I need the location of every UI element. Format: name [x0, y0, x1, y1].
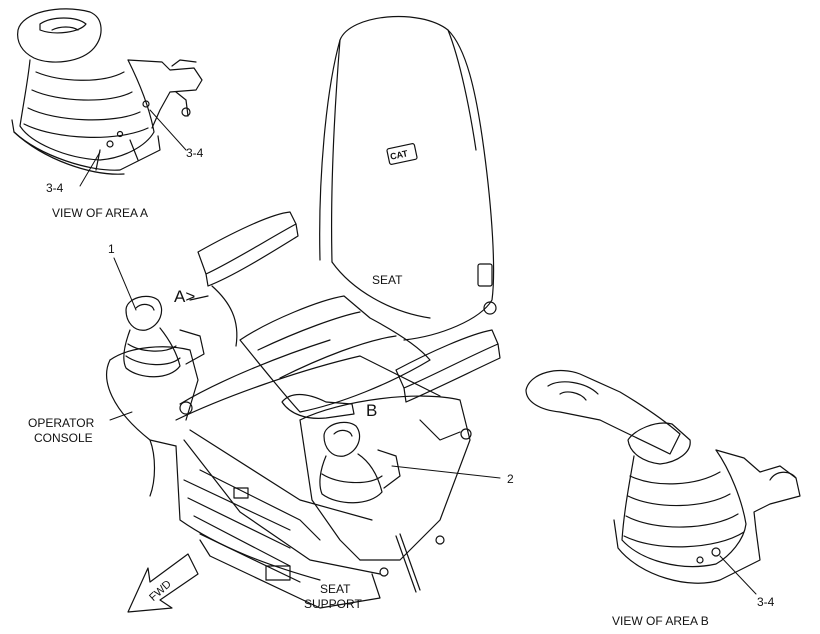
label-seat-support-line2: SUPPORT: [304, 597, 362, 611]
inset-area-b: [525, 369, 801, 595]
label-seat: SEAT: [372, 273, 403, 287]
label-view-of-area-b: VIEW OF AREA B: [612, 614, 709, 628]
callout-3-4-area-a-bottom: 3-4: [46, 181, 64, 195]
inset-area-a: [11, 8, 203, 187]
callout-3-4-area-b: 3-4: [757, 595, 775, 609]
label-view-of-area-a: VIEW OF AREA A: [52, 206, 149, 220]
area-a-marker: A>: [174, 287, 196, 306]
fwd-arrow: [127, 553, 199, 613]
seat-main: [106, 15, 501, 609]
label-operator-console-line2: CONSOLE: [34, 431, 93, 445]
label-operator-console-line1: OPERATOR: [28, 416, 95, 430]
callout-1: 1: [108, 242, 115, 256]
callout-3-4-area-a-top: 3-4: [186, 146, 204, 160]
callout-2: 2: [507, 472, 514, 486]
label-seat-support-line1: SEAT: [320, 582, 351, 596]
area-b-marker: B: [366, 401, 378, 420]
